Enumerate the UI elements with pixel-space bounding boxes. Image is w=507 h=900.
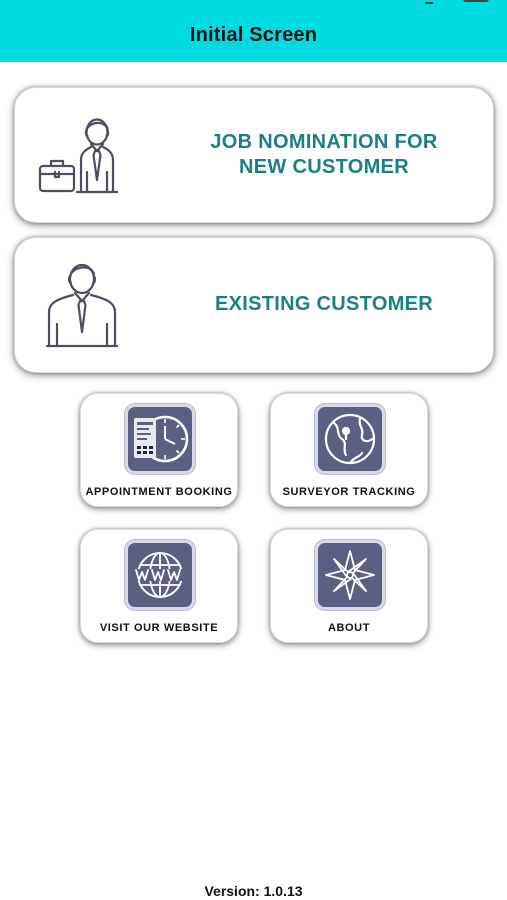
app-header: Initial Screen — [0, 0, 507, 62]
about-label: ABOUT — [327, 622, 371, 634]
appointment-booking-tile[interactable]: APPOINTMENT BOOKING — [80, 393, 238, 507]
existing-customer-text: EXISTING CUSTOMER — [214, 293, 434, 315]
page-title: Initial Screen — [189, 23, 318, 46]
status-bar-icons — [425, 0, 489, 4]
battery-icon — [463, 0, 489, 2]
about-icon-box — [315, 540, 385, 610]
job-nomination-label: JOB NOMINATION FOR NEW CUSTOMER — [165, 130, 483, 180]
job-nomination-line-2: NEW CUSTOMER — [239, 156, 409, 178]
surveyor-tracking-label: SURVEYOR TRACKING — [282, 486, 416, 498]
compass-star-icon — [325, 550, 375, 600]
appointment-icon-box — [125, 404, 195, 474]
visit-website-label: VISIT OUR WEBSITE — [99, 622, 219, 634]
existing-customer-label: EXISTING CUSTOMER — [165, 292, 483, 317]
appointment-booking-label: APPOINTMENT BOOKING — [85, 486, 233, 498]
businessman-briefcase-icon — [38, 118, 119, 194]
about-tile[interactable]: ABOUT — [270, 529, 428, 643]
calendar-clock-icon — [134, 415, 189, 463]
signal-icon — [425, 0, 433, 4]
surveyor-icon-box — [315, 404, 385, 474]
www-globe-icon — [134, 552, 186, 598]
visit-website-tile[interactable]: VISIT OUR WEBSITE — [80, 529, 238, 643]
surveyor-tracking-tile[interactable]: SURVEYOR TRACKING — [270, 393, 428, 507]
globe-pin-icon — [324, 413, 376, 465]
existing-customer-card[interactable]: EXISTING CUSTOMER — [14, 237, 494, 373]
app-version: Version: 1.0.13 — [204, 883, 303, 899]
website-icon-box — [125, 540, 195, 610]
businessman-icon — [45, 263, 119, 348]
job-nomination-card[interactable]: JOB NOMINATION FOR NEW CUSTOMER — [14, 87, 494, 223]
job-nomination-line-1: JOB NOMINATION FOR — [210, 131, 438, 153]
